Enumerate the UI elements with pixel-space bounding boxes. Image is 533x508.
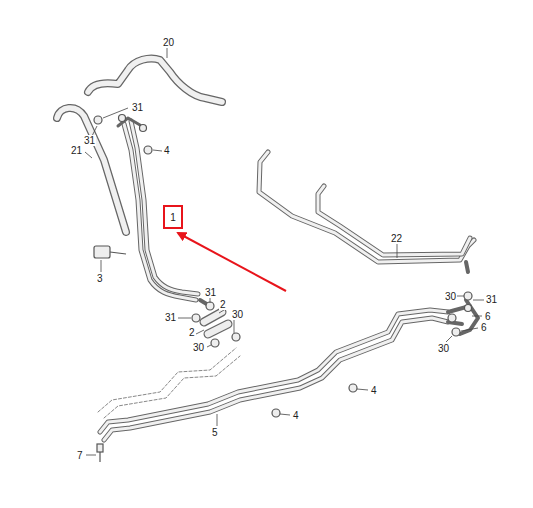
callout-number: 31 <box>164 312 177 323</box>
callout-number: 30 <box>231 309 244 320</box>
callout-number: 4 <box>163 145 171 156</box>
callout-number: 2 <box>219 299 227 310</box>
callout-number: 1 <box>165 212 181 223</box>
callout-number: 7 <box>76 450 84 461</box>
highlight-box: 1 <box>163 205 183 229</box>
callout-number: 20 <box>162 37 175 48</box>
callout-number: 30 <box>437 343 450 354</box>
callout-number: 4 <box>370 385 378 396</box>
callout-number: 6 <box>480 322 488 333</box>
callout-number: 22 <box>390 233 403 244</box>
callout-number: 31 <box>204 287 217 298</box>
callout-number: 3 <box>96 273 104 284</box>
callout-number: 30 <box>444 291 457 302</box>
callout-number: 21 <box>70 145 83 156</box>
callout-number: 5 <box>211 427 219 438</box>
callout-number: 31 <box>83 135 96 146</box>
callout-number: 31 <box>485 294 498 305</box>
callout-number: 30 <box>192 342 205 353</box>
callout-number: 4 <box>292 410 300 421</box>
callout-number: 31 <box>131 102 144 113</box>
callout-number: 6 <box>484 311 492 322</box>
callout-number: 2 <box>188 327 196 338</box>
